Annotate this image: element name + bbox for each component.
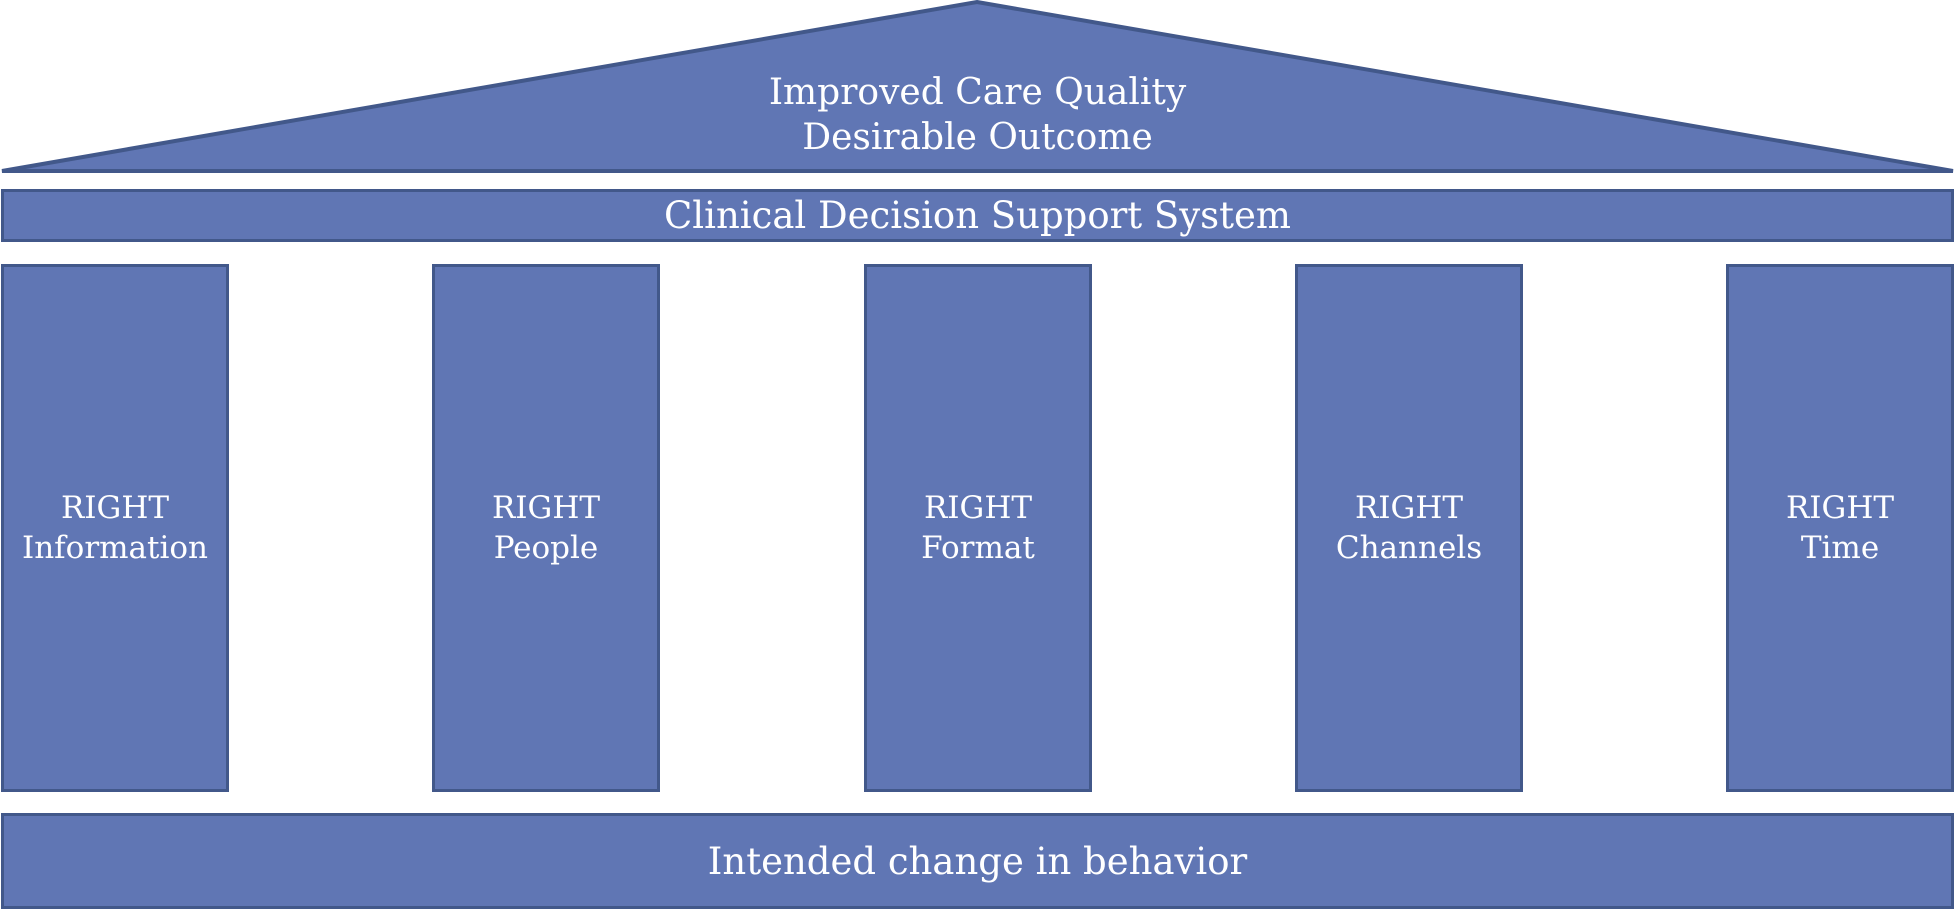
foundation-bar: Intended change in behavior (1, 813, 1954, 909)
pillar-label-line-1: RIGHT (1785, 490, 1895, 526)
beam-bar: Clinical Decision Support System (1, 189, 1954, 242)
pillar-people: RIGHT People (432, 264, 660, 792)
pillar-label-line-1: RIGHT (923, 490, 1033, 526)
roof-label: Improved Care Quality Desirable Outcome (0, 70, 1955, 160)
roof-triangle (1, 0, 1954, 173)
roof-label-line-2: Desirable Outcome (802, 117, 1153, 158)
pillar-format: RIGHT Format (864, 264, 1092, 792)
pillar-label-line-2: Format (921, 530, 1035, 566)
pillar-label-line-2: Information (21, 530, 209, 566)
pillar-label-line-2: People (493, 530, 599, 566)
pillar-label-line-1: RIGHT (491, 490, 601, 526)
beam-label: Clinical Decision Support System (663, 194, 1292, 237)
pillar-label-line-2: Time (1800, 530, 1880, 566)
pillar-channels: RIGHT Channels (1295, 264, 1523, 792)
pillar-label-line-1: RIGHT (60, 490, 170, 526)
pillar-information: RIGHT Information (1, 264, 229, 792)
foundation-label: Intended change in behavior (707, 839, 1248, 883)
roof-shape (1, 0, 1954, 173)
pillar-time: RIGHT Time (1726, 264, 1954, 792)
pillar-label-line-1: RIGHT (1354, 490, 1464, 526)
roof-label-line-1: Improved Care Quality (768, 72, 1187, 113)
pillar-label-line-2: Channels (1335, 530, 1483, 566)
